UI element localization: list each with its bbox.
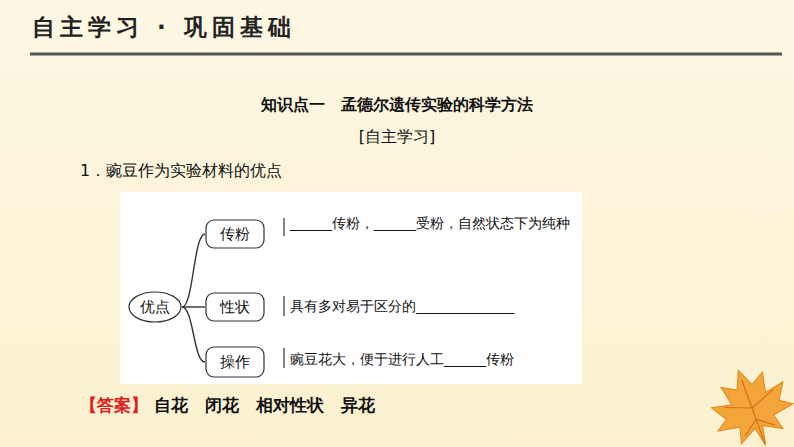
answer-text: 【答案】	[80, 394, 148, 417]
fill-blank-text: 具有多对易于区分的______________	[290, 297, 514, 316]
page-header: 自主学习 · 巩固基础	[32, 12, 296, 43]
fill-blank-text: ______传粉，______受粉，自然状态下为纯种	[290, 214, 570, 233]
maple-leaf	[701, 357, 794, 447]
branch-connector	[182, 234, 205, 307]
node-label: 传粉	[212, 225, 258, 244]
branch-connector	[182, 306, 205, 307]
fill-blank-text: 豌豆花大，便于进行人工______传粉	[290, 350, 514, 369]
bracket-line	[283, 348, 284, 368]
answer-text: 自花 闭花 相对性状 异花	[154, 394, 375, 417]
node-label: 操作	[212, 353, 258, 372]
mindmap-panel	[120, 192, 582, 384]
node-label: 优点	[132, 298, 178, 317]
bracket-line	[283, 218, 284, 236]
root-oval: 优点	[128, 291, 182, 323]
heading-text: [自主学习]	[359, 126, 435, 148]
heading-text: 知识点一 孟德尔遗传实验的科学方法	[261, 94, 533, 116]
branch-connector	[182, 307, 205, 362]
node-label: 性状	[212, 298, 258, 317]
bracket-line	[283, 296, 284, 316]
branch-box: 操作	[205, 346, 265, 378]
branch-box: 传粉	[205, 219, 265, 249]
heading-text: 1．豌豆作为实验材料的优点	[80, 160, 282, 182]
branch-box: 性状	[205, 292, 265, 322]
header-rule	[30, 53, 782, 56]
